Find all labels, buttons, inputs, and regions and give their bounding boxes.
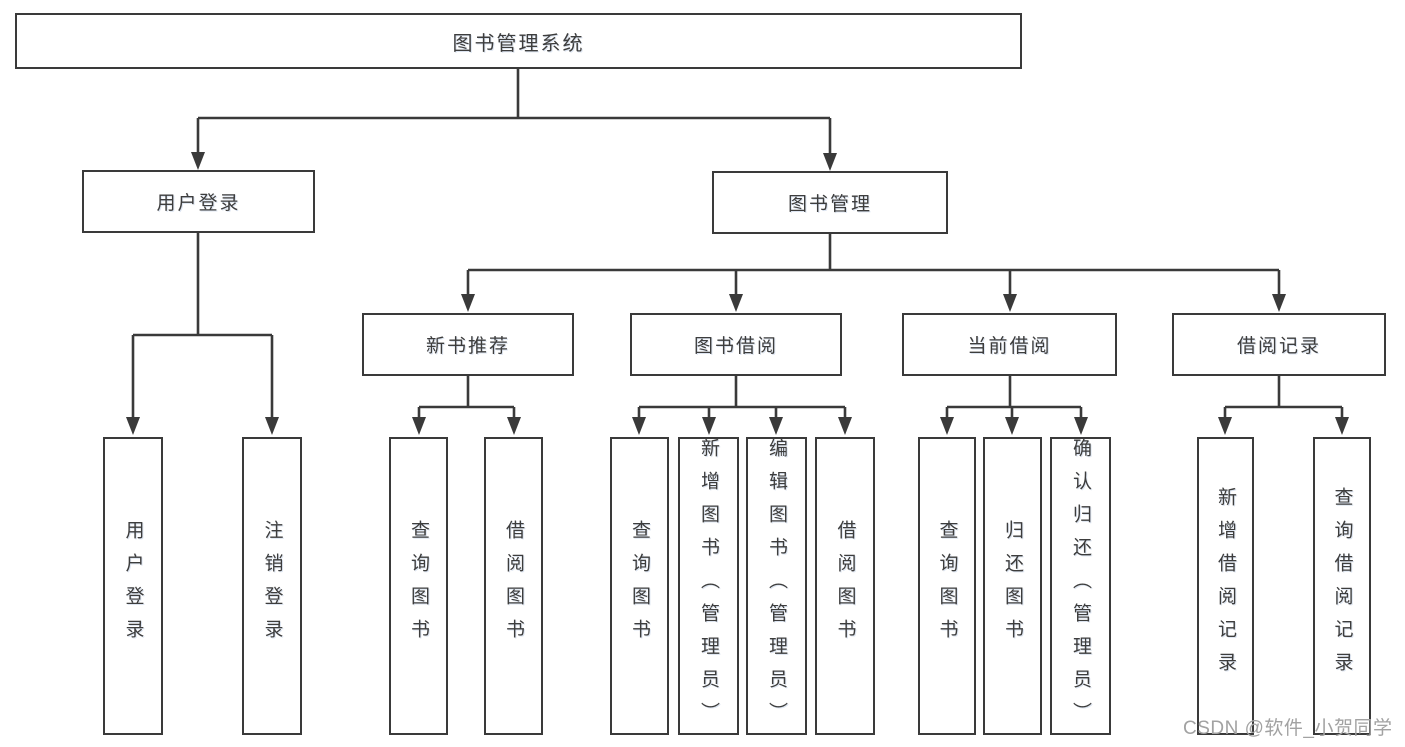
node-new-book-recommend: 新书推荐 xyxy=(362,313,574,376)
node-book-management: 图书管理 xyxy=(712,171,948,234)
leaf-query-books-current: 查询图书 xyxy=(918,437,976,735)
watermark-text: CSDN @软件_小贺同学 xyxy=(1183,718,1393,739)
leaf-add-borrow-record: 新增借阅记录 xyxy=(1197,437,1254,735)
leaf-borrow-books-recommend: 借阅图书 xyxy=(484,437,543,735)
node-user-login: 用户登录 xyxy=(82,170,315,233)
leaf-user-login: 用户登录 xyxy=(103,437,163,735)
leaf-confirm-return-admin: 确认归还（管理员） xyxy=(1050,437,1111,735)
leaf-return-book: 归还图书 xyxy=(983,437,1042,735)
leaf-query-books-recommend: 查询图书 xyxy=(389,437,448,735)
leaf-edit-book-admin: 编辑图书（管理员） xyxy=(746,437,807,735)
node-current-borrowing: 当前借阅 xyxy=(902,313,1117,376)
leaf-query-books-borrowing: 查询图书 xyxy=(610,437,669,735)
leaf-add-book-admin: 新增图书（管理员） xyxy=(678,437,739,735)
leaf-borrow-books: 借阅图书 xyxy=(815,437,875,735)
node-library-management-system: 图书管理系统 xyxy=(15,13,1022,69)
node-borrow-records: 借阅记录 xyxy=(1172,313,1386,376)
leaf-query-borrow-record: 查询借阅记录 xyxy=(1313,437,1371,735)
node-book-borrowing: 图书借阅 xyxy=(630,313,842,376)
leaf-logout: 注销登录 xyxy=(242,437,302,735)
arrowheads xyxy=(126,152,1349,435)
